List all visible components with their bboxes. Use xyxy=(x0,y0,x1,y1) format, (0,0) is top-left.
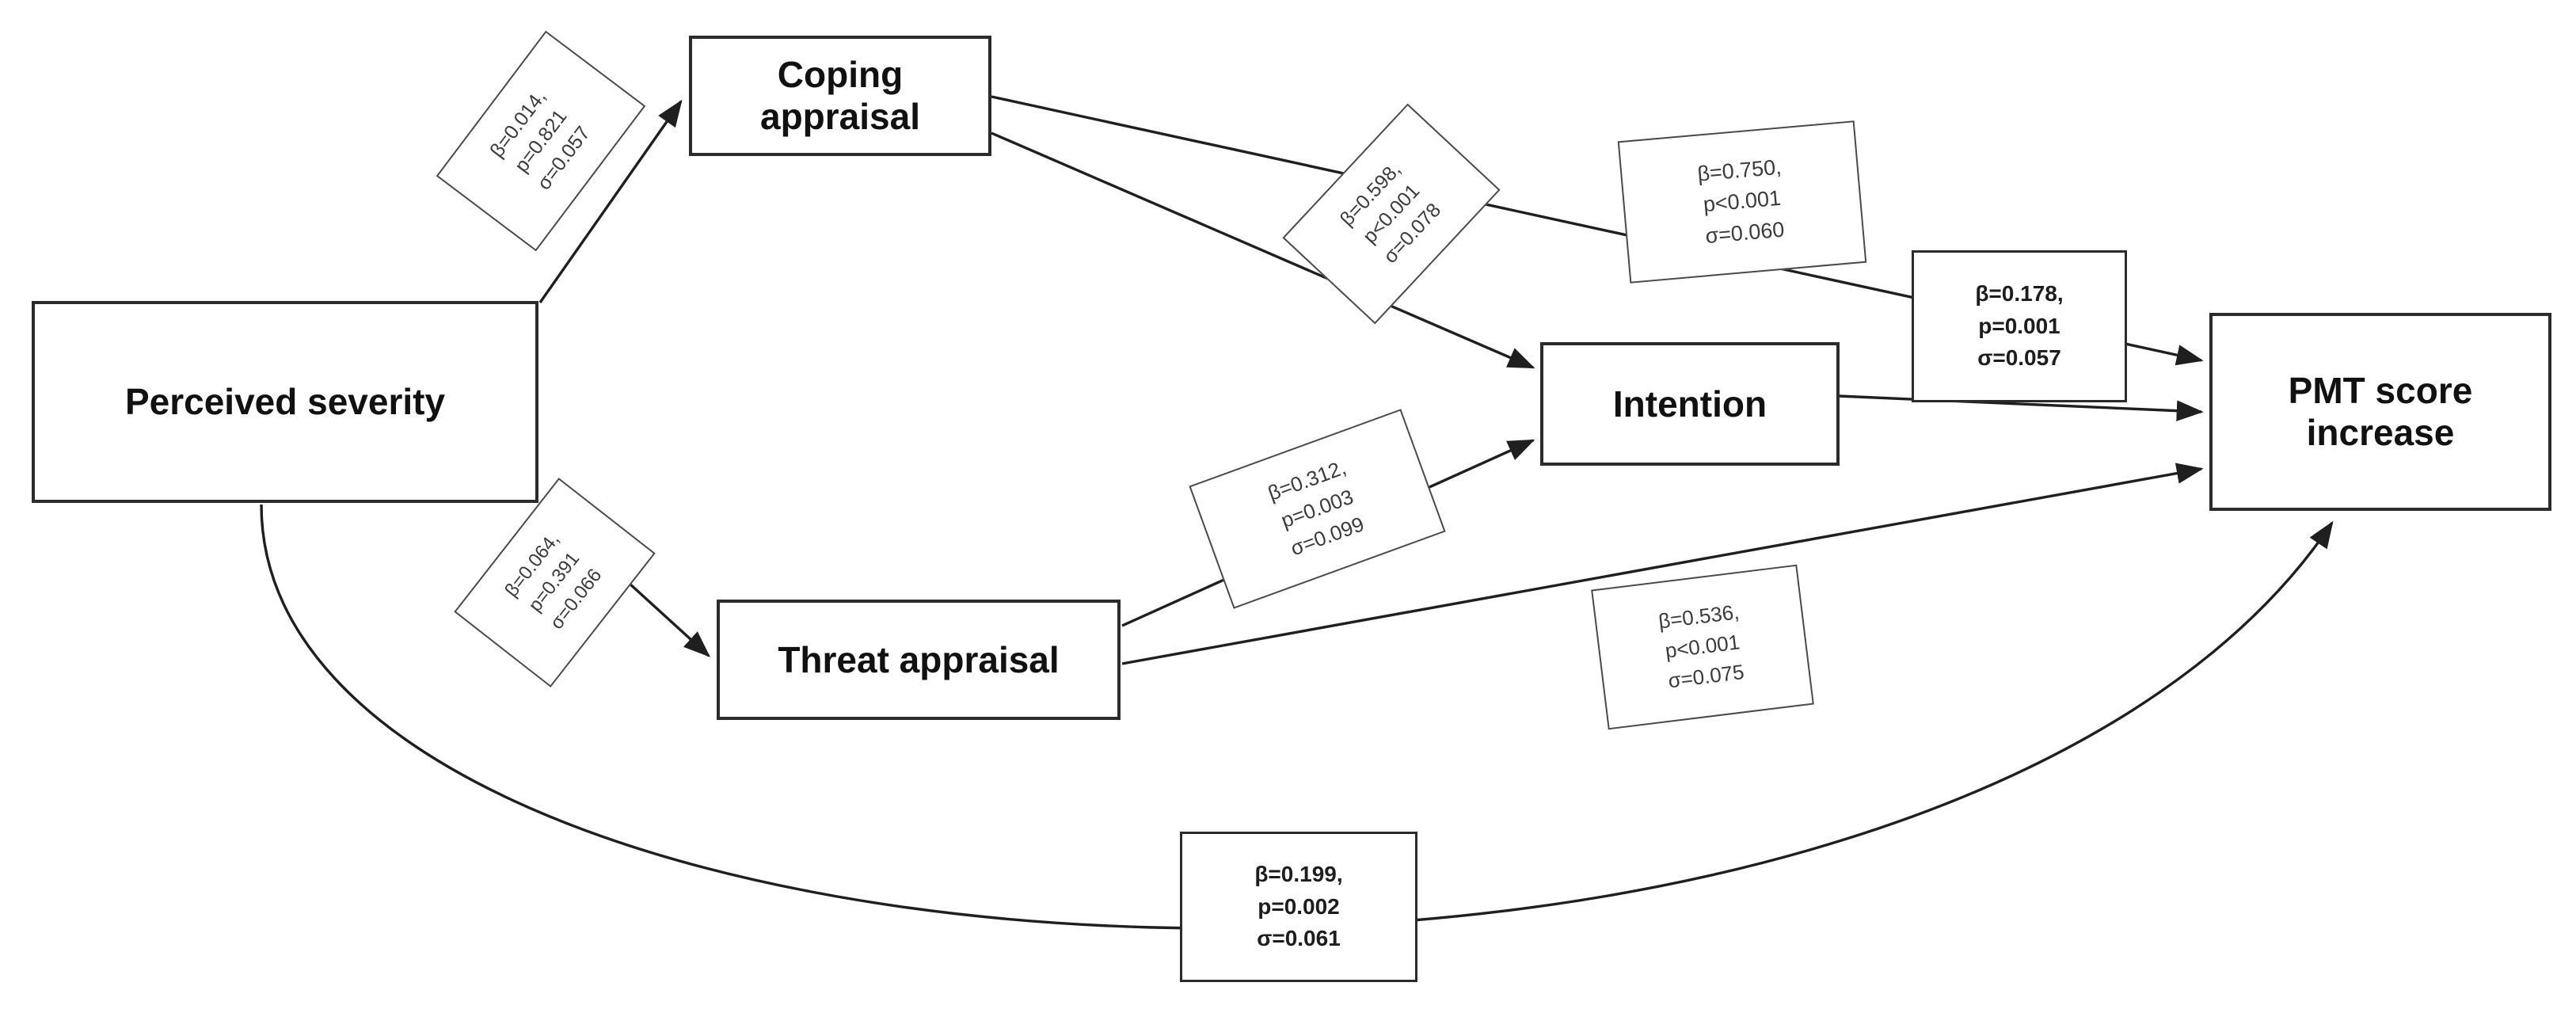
node-label: Intention xyxy=(1612,383,1767,425)
node-label: Perceived severity xyxy=(124,381,446,423)
node-pmt-score-increase[interactable]: PMT score increase xyxy=(2209,313,2551,511)
path-label-intention-to-pmt: β=0.178, p=0.001 σ=0.057 xyxy=(1912,250,2127,402)
node-intention[interactable]: Intention xyxy=(1540,342,1840,466)
path-label-p: p=0.002 xyxy=(1258,893,1340,919)
node-label: Threat appraisal xyxy=(778,638,1060,680)
path-label-ps-to-pmt: β=0.199, p=0.002 σ=0.061 xyxy=(1180,832,1417,982)
path-label-sigma: σ=0.057 xyxy=(1977,345,2061,371)
node-coping-appraisal[interactable]: Coping appraisal xyxy=(689,36,991,156)
path-label-p: p=0.001 xyxy=(1978,313,2060,338)
edge-ps-pmt xyxy=(260,504,2334,930)
edge-threat-pmt xyxy=(1121,463,2204,665)
path-label-sigma: σ=0.061 xyxy=(1257,926,1341,951)
node-label: PMT score increase xyxy=(2288,370,2473,453)
node-label: Coping appraisal xyxy=(760,54,920,137)
edge-coping-intention xyxy=(991,131,1535,369)
node-threat-appraisal[interactable]: Threat appraisal xyxy=(717,600,1121,720)
path-label-sigma: σ=0.060 xyxy=(1704,217,1786,248)
path-label-beta: β=0.199, xyxy=(1254,862,1343,887)
node-perceived-severity[interactable]: Perceived severity xyxy=(32,301,538,503)
edge-intention-pmt xyxy=(1838,394,2204,421)
path-label-beta: β=0.178, xyxy=(1975,281,2064,307)
edge-ps-coping xyxy=(538,99,683,303)
